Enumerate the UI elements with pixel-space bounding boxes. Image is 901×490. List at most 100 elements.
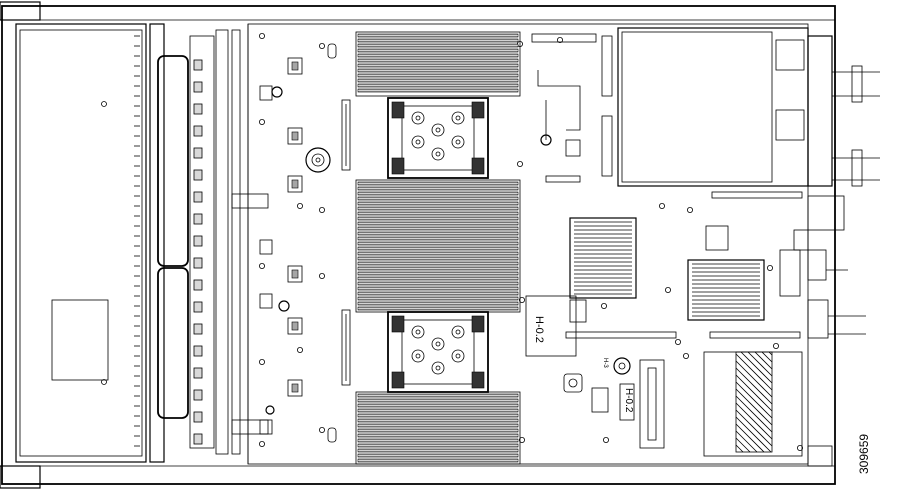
cpu-screw-center bbox=[435, 365, 441, 371]
mounting-hole bbox=[258, 440, 265, 447]
fan-connector bbox=[259, 239, 273, 255]
dimm-slot-icon-bank bbox=[355, 31, 521, 465]
mounting-hole bbox=[603, 436, 610, 443]
backplane-connector bbox=[193, 191, 203, 203]
hatch-line bbox=[735, 381, 773, 419]
mounting-hole bbox=[687, 206, 694, 213]
mounting-hole bbox=[773, 342, 780, 349]
mounting-hole bbox=[519, 436, 526, 443]
motherboard bbox=[247, 23, 809, 465]
fan-connector bbox=[259, 85, 273, 101]
hatch-line bbox=[754, 351, 773, 370]
mounting-hole bbox=[517, 160, 524, 167]
cpu-screw-center bbox=[415, 353, 421, 359]
cpu-screw bbox=[451, 349, 465, 363]
backplane-connector bbox=[193, 81, 203, 93]
fan-connector-pin bbox=[291, 383, 299, 393]
cpu-heatsink-icon bbox=[387, 97, 489, 179]
cpu-heatsink-plate bbox=[401, 319, 475, 385]
backplane-connector bbox=[193, 169, 203, 181]
hatch-line bbox=[747, 351, 773, 377]
backplane-connector bbox=[193, 59, 203, 71]
backplane-connector bbox=[193, 433, 203, 445]
fan-connector bbox=[287, 317, 303, 335]
backplane-connector bbox=[193, 235, 203, 247]
hatch-line bbox=[735, 402, 773, 440]
cpu-screw bbox=[411, 325, 425, 339]
cpu-screw bbox=[431, 361, 445, 375]
hatch-line bbox=[735, 353, 773, 391]
mounting-hole bbox=[675, 338, 682, 345]
backplane-connector bbox=[193, 279, 203, 291]
fan-connectors bbox=[259, 57, 303, 435]
fan-connector bbox=[287, 175, 303, 193]
figure-id: 309659 bbox=[857, 434, 871, 474]
callout-h02-a: H-0.2 bbox=[533, 316, 545, 343]
cpu-screw bbox=[451, 111, 465, 125]
cpu-retention-clip bbox=[391, 315, 405, 333]
mounting-hole bbox=[557, 37, 564, 44]
fan-connector-pin bbox=[291, 179, 299, 189]
mounting-hole bbox=[683, 352, 690, 359]
cpu-retention-clip bbox=[391, 157, 405, 175]
chipset-heatsink bbox=[565, 191, 809, 339]
mounting-hole bbox=[296, 346, 303, 353]
fan-connector bbox=[287, 379, 303, 397]
cpu-screw bbox=[411, 111, 425, 125]
cpu-heatsink-icon bbox=[387, 311, 489, 393]
cpu-screw bbox=[431, 337, 445, 351]
callout-h3: H-3 bbox=[602, 358, 608, 368]
mounting-hole bbox=[258, 33, 265, 40]
mounting-hole bbox=[659, 202, 666, 209]
mounting-hole bbox=[258, 119, 265, 126]
cpu-screw-center bbox=[455, 329, 461, 335]
cpu-screw-center bbox=[435, 151, 441, 157]
cpu-screw bbox=[451, 135, 465, 149]
mounting-hole bbox=[318, 206, 325, 213]
mounting-hole bbox=[601, 302, 608, 309]
drive-cage-vents bbox=[134, 35, 140, 447]
cpu-screw bbox=[411, 135, 425, 149]
hatch-line bbox=[735, 367, 773, 405]
cpu-heatsink-plate bbox=[401, 105, 475, 171]
fan-connector-pin bbox=[291, 321, 299, 331]
hatch-line bbox=[735, 430, 758, 453]
rear-io-ports bbox=[807, 35, 880, 467]
callout-labels: H-0.2 H-0.2 H-3 bbox=[533, 316, 635, 421]
hatch-line bbox=[735, 416, 772, 453]
cpu-screw-center bbox=[455, 115, 461, 121]
hatch-line bbox=[761, 351, 773, 363]
drive-backplane bbox=[149, 23, 269, 463]
cpu-retention-clip bbox=[471, 315, 485, 333]
fan-connector-pin bbox=[291, 131, 299, 141]
hatch-line bbox=[735, 388, 773, 426]
hatch-line bbox=[735, 409, 773, 447]
chassis-outline bbox=[0, 1, 836, 489]
callout-h02-b: H-0.2 bbox=[623, 388, 634, 413]
cpu-screw-center bbox=[435, 127, 441, 133]
mounting-hole bbox=[318, 426, 325, 433]
hatch-line bbox=[735, 360, 773, 398]
hatch-line bbox=[735, 374, 773, 412]
cpu-screw bbox=[431, 123, 445, 137]
backplane-connector bbox=[193, 367, 203, 379]
hatch-line bbox=[735, 395, 773, 433]
cpu-screw-center bbox=[455, 139, 461, 145]
cpu-screw bbox=[451, 325, 465, 339]
hatch-line bbox=[735, 444, 744, 453]
cpu-screw bbox=[431, 147, 445, 161]
cpu-screw-center bbox=[455, 353, 461, 359]
fan-connector bbox=[287, 57, 303, 75]
mounting-hole bbox=[767, 264, 774, 271]
cpu-screw-center bbox=[435, 341, 441, 347]
mounting-hole bbox=[318, 43, 325, 50]
fan-connector-pin bbox=[291, 269, 299, 279]
backplane-connector bbox=[193, 147, 203, 159]
backplane-connector bbox=[193, 345, 203, 357]
mounting-hole bbox=[258, 358, 265, 365]
cpu-screw-center bbox=[415, 115, 421, 121]
backplane-connector bbox=[193, 125, 203, 137]
cpu-retention-clip bbox=[391, 101, 405, 119]
cpu-screw bbox=[411, 349, 425, 363]
